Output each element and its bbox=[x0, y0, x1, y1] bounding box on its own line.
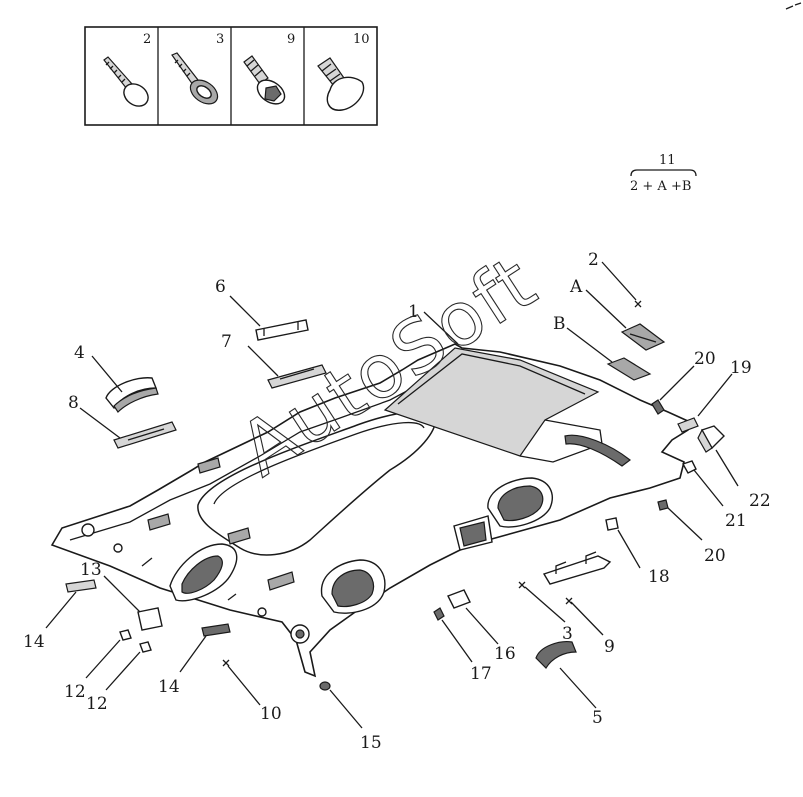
legend-label-9: 9 bbox=[287, 32, 295, 47]
assembly-note-top: 11 bbox=[659, 153, 676, 168]
part-6-trim-strip bbox=[255, 319, 309, 341]
corner-mark bbox=[785, 2, 802, 10]
callout-22: 22 bbox=[749, 491, 771, 511]
part-12-nut-b bbox=[139, 641, 152, 653]
callout-B: B bbox=[553, 314, 566, 334]
callout-5: 5 bbox=[592, 708, 603, 728]
callout-A: A bbox=[569, 277, 583, 297]
part-4-grab-handle bbox=[105, 377, 159, 413]
part-21-nut bbox=[681, 460, 697, 474]
callout-20b: 20 bbox=[704, 546, 726, 566]
fastener-legend-box: 2 3 9 10 bbox=[84, 26, 378, 126]
callout-15: 15 bbox=[360, 733, 382, 753]
part-20-clip-lower bbox=[657, 499, 669, 511]
part-13-block bbox=[137, 607, 163, 631]
callout-4: 4 bbox=[74, 343, 85, 363]
callout-20a: 20 bbox=[694, 349, 716, 369]
part-15-grommet bbox=[319, 681, 331, 691]
part-20-clip-upper bbox=[651, 399, 665, 415]
callout-12a: 12 bbox=[64, 682, 86, 702]
part-8-trim-strip bbox=[113, 421, 177, 449]
assembly-note: 11 2 + A +B bbox=[630, 153, 697, 194]
part-5-grab-handle bbox=[535, 641, 577, 669]
callout-14b: 14 bbox=[158, 677, 180, 697]
part-19-plug bbox=[677, 417, 699, 433]
assembly-note-bottom: 2 + A +B bbox=[630, 179, 691, 194]
part-12-nut-a bbox=[119, 629, 132, 641]
callout-12b: 12 bbox=[86, 694, 108, 714]
callout-7: 7 bbox=[221, 332, 232, 352]
callout-17: 17 bbox=[470, 664, 492, 684]
part-A-lamp-lens bbox=[620, 323, 666, 351]
leader-lines bbox=[45, 261, 739, 729]
callout-labels: 1 2 A B 3 4 5 6 7 8 9 10 12 12 13 14 14 … bbox=[23, 250, 771, 753]
part-22-block bbox=[697, 425, 725, 453]
part-18-clip bbox=[605, 517, 619, 531]
part-14-pad-right bbox=[201, 623, 231, 637]
headliner-panel bbox=[50, 343, 691, 678]
legend-label-3: 3 bbox=[216, 32, 224, 47]
callout-21: 21 bbox=[725, 511, 747, 531]
callout-18: 18 bbox=[648, 567, 670, 587]
callout-1: 1 bbox=[408, 302, 419, 322]
part-14-pad-left bbox=[65, 579, 97, 593]
part-16-block bbox=[447, 589, 471, 609]
flange-bolt-icon bbox=[243, 55, 286, 105]
legend-label-2: 2 bbox=[143, 32, 151, 47]
fastener-marks bbox=[222, 300, 642, 667]
callout-8: 8 bbox=[68, 393, 79, 413]
washer-screw-icon bbox=[171, 52, 219, 105]
legend-label-10: 10 bbox=[353, 32, 370, 47]
callout-6: 6 bbox=[215, 277, 226, 297]
tapping-screw-icon bbox=[103, 56, 149, 107]
callout-13: 13 bbox=[80, 560, 102, 580]
callout-9: 9 bbox=[604, 637, 615, 657]
callout-14a: 14 bbox=[23, 632, 45, 652]
callout-19: 19 bbox=[730, 358, 752, 378]
handle-bracket bbox=[542, 551, 612, 585]
callout-10: 10 bbox=[260, 704, 282, 724]
callout-2: 2 bbox=[588, 250, 599, 270]
part-B-lamp bbox=[606, 357, 652, 381]
callout-3: 3 bbox=[562, 624, 573, 644]
part-17-clip bbox=[433, 607, 445, 621]
push-clip-icon bbox=[317, 57, 365, 111]
part-7-trim-strip bbox=[267, 364, 327, 389]
callout-16: 16 bbox=[494, 644, 516, 664]
